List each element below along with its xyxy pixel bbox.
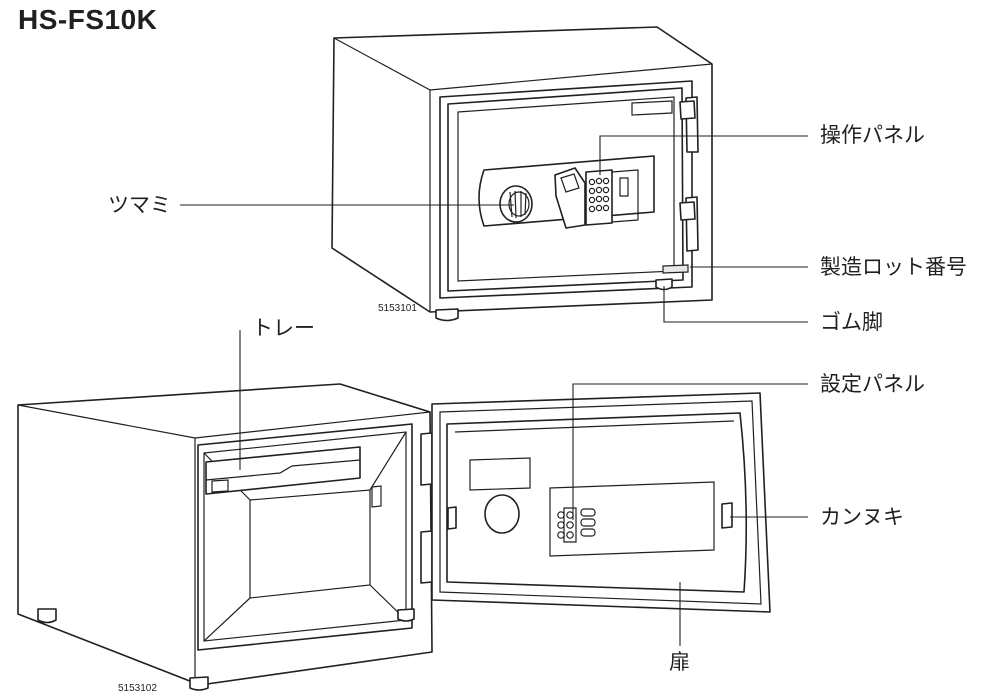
latch-plate	[371, 485, 382, 508]
inner-door-nameplate	[469, 457, 531, 491]
open-front-foot	[189, 676, 209, 691]
setting-panel-buttons	[557, 507, 596, 543]
open-left-foot	[37, 608, 57, 624]
lot-number-label: 製造ロット番号	[820, 255, 967, 279]
rubber-foot-leader	[663, 286, 808, 323]
lower-hinge-plate	[679, 201, 696, 221]
setting-panel-label: 設定パネル	[820, 372, 925, 396]
open-right-foot	[397, 608, 415, 622]
upper-hinge-plate	[679, 100, 696, 120]
bottom-figure-number: 5153102	[118, 683, 157, 694]
inner-knob-cover	[484, 494, 520, 534]
open-lower-hinge	[420, 530, 433, 584]
tray-label	[211, 479, 229, 493]
knob-label: ツマミ	[108, 193, 171, 217]
closed-safe-illustration	[331, 26, 713, 322]
left-bolt	[447, 506, 457, 530]
inner-lock-cover	[549, 481, 715, 557]
lot-number-plate	[662, 264, 689, 274]
tray	[205, 446, 361, 495]
bolt-label: カンヌキ	[820, 505, 904, 529]
rubber-foot	[655, 278, 673, 291]
closed-door-nameplate	[631, 100, 673, 116]
model-title: HS-FS10K	[18, 4, 158, 35]
open-upper-hinge	[420, 432, 433, 486]
rubber-foot-label: ゴム脚	[820, 310, 883, 334]
control-panel-leader	[599, 135, 808, 175]
keypad-display	[619, 177, 629, 197]
interior-corners	[203, 431, 407, 642]
keypad-buttons	[588, 177, 610, 213]
control-panel-label: 操作パネル	[820, 123, 925, 147]
leader-lines	[180, 135, 808, 646]
keypad-side-panel	[611, 169, 639, 223]
open-safe-illustration	[17, 383, 771, 691]
tray-lip	[205, 459, 361, 481]
front-left-foot	[435, 308, 459, 322]
bolt	[721, 502, 733, 529]
open-door-rim	[439, 400, 762, 605]
top-figure-number: 5153101	[378, 303, 417, 314]
setting-panel-leader	[572, 383, 808, 520]
tray-label-text: トレー	[252, 316, 315, 340]
open-door-inner-edge	[454, 420, 735, 433]
door-label: 扉	[669, 650, 690, 674]
knob-grip	[508, 191, 530, 217]
lock-lever-window	[560, 173, 580, 193]
